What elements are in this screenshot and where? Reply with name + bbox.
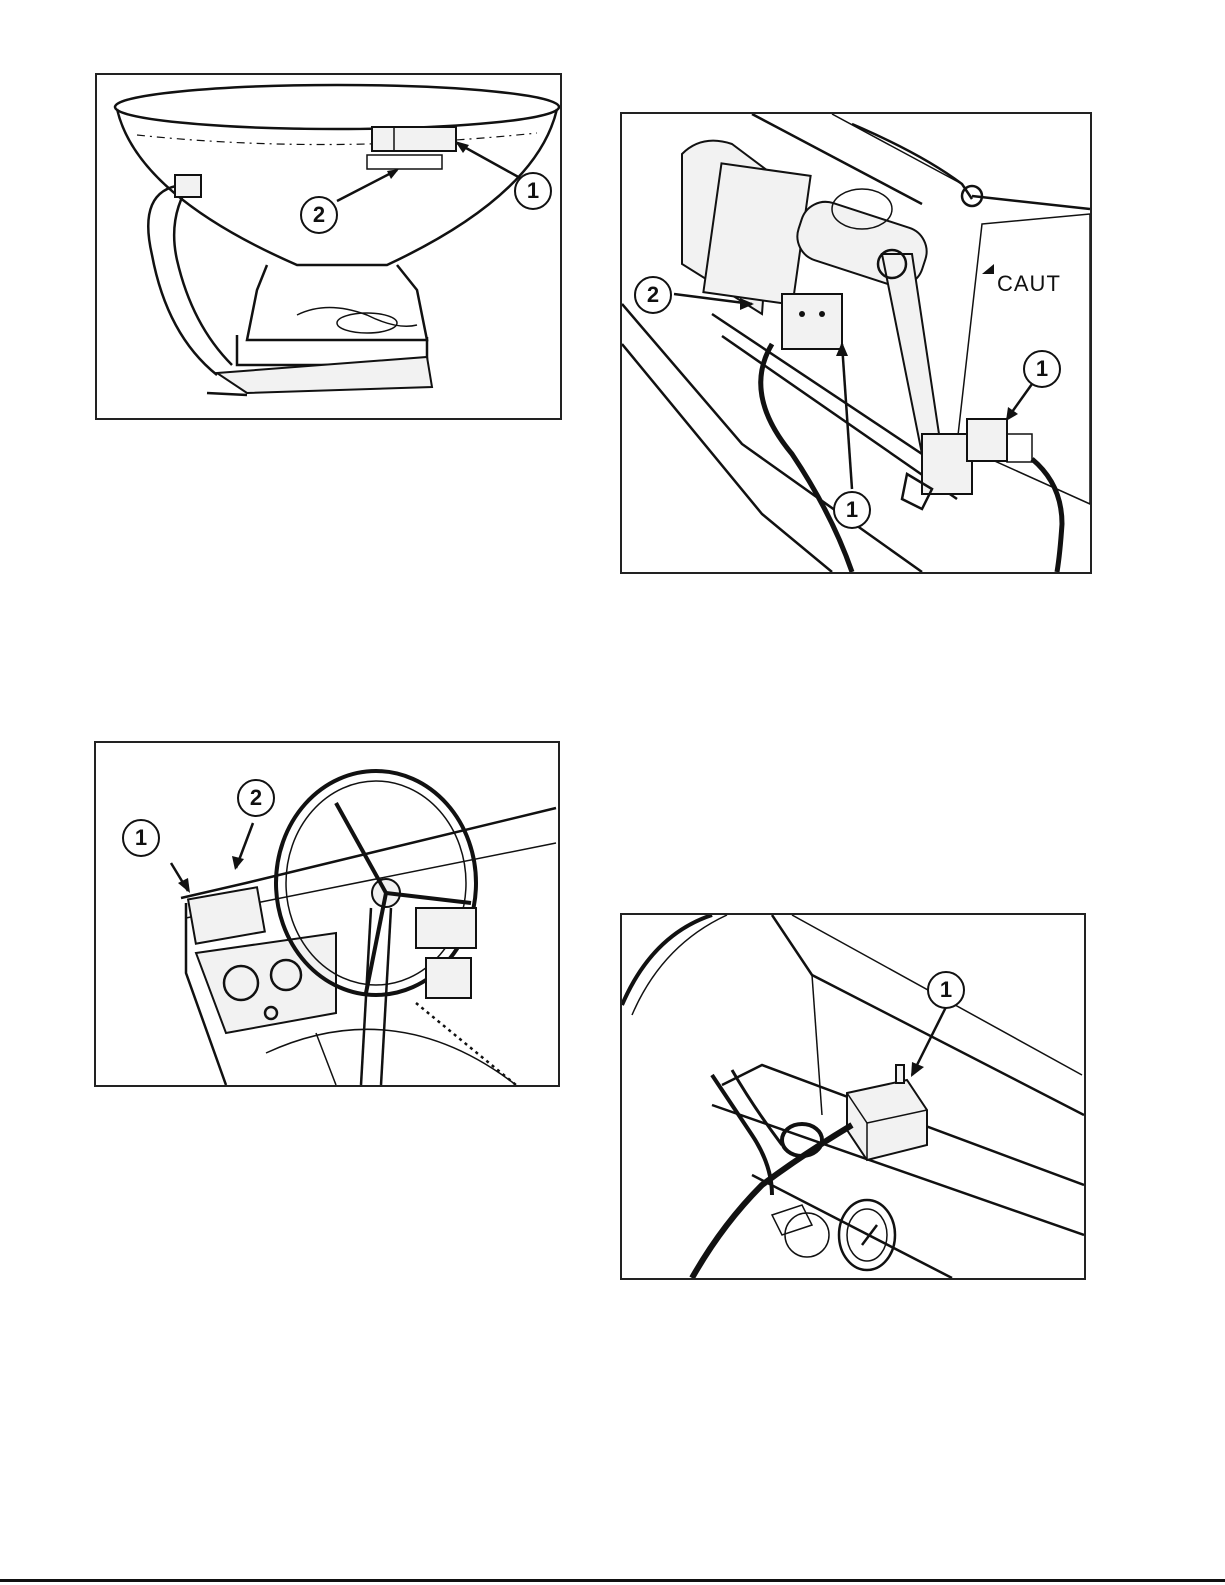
figure-actuator: CAUT 2 1 1 [620,112,1092,574]
figure-control-box: 1 [620,913,1086,1280]
callout-2: 2 [634,276,672,314]
hopper-illustration [97,75,560,418]
caution-sign-text: CAUT [997,271,1061,297]
control-box-illustration [622,915,1084,1278]
dashboard-illustration [96,743,558,1085]
callout-1-lower: 1 [833,491,871,529]
callout-2: 2 [300,196,338,234]
callout-1: 1 [927,971,965,1009]
figure-hopper: 1 2 [95,73,562,420]
page-bottom-rule [0,1579,1225,1582]
figure-dashboard: 1 2 [94,741,560,1087]
callout-2: 2 [237,779,275,817]
callout-1-right: 1 [1023,350,1061,388]
callout-1: 1 [122,819,160,857]
callout-1: 1 [514,172,552,210]
